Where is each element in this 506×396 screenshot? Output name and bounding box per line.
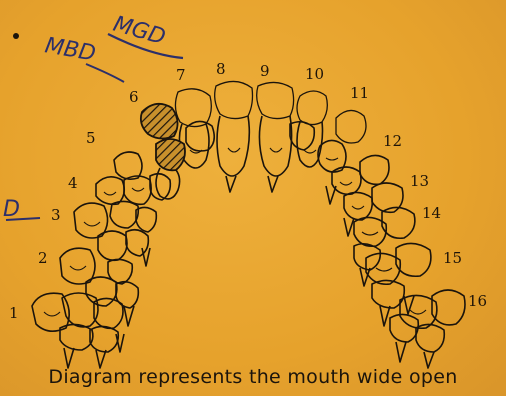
tooth-label-3: 3 — [51, 206, 61, 224]
tooth-label-15: 15 — [443, 249, 462, 267]
underline-mbd — [86, 64, 124, 82]
tooth-12 — [326, 155, 389, 204]
note-mgd: MGD — [110, 12, 168, 51]
note-mbd: MBD — [43, 33, 98, 66]
tooth-11 — [318, 110, 366, 172]
note-d: D — [3, 197, 20, 222]
tooth-label-4: 4 — [68, 174, 78, 192]
tooth-label-9: 9 — [260, 62, 270, 80]
tooth-13 — [344, 183, 403, 236]
tooth-4 — [96, 177, 156, 232]
tooth-label-2: 2 — [38, 249, 48, 267]
margin-dot — [13, 33, 19, 39]
tooth-label-16: 16 — [468, 292, 487, 310]
tooth-9 — [257, 82, 294, 192]
tooth-label-6: 6 — [129, 88, 139, 106]
tooth-10-lingual — [290, 122, 314, 150]
tooth-label-1: 1 — [9, 304, 19, 322]
tooth-10 — [297, 91, 327, 167]
tooth-label-12: 12 — [383, 132, 402, 150]
tooth-1 — [32, 293, 124, 368]
tooth-number-labels: 1 2 3 4 5 6 7 8 9 10 11 12 13 14 15 16 — [9, 60, 487, 322]
tooth-label-14: 14 — [422, 204, 441, 222]
left-posterior-teeth — [32, 152, 170, 368]
tooth-label-10: 10 — [305, 65, 324, 83]
tooth-label-5: 5 — [86, 129, 96, 147]
tooth-label-8: 8 — [216, 60, 226, 78]
tooth-label-13: 13 — [410, 172, 429, 190]
tooth-8 — [215, 81, 253, 192]
tooth-label-11: 11 — [350, 84, 369, 102]
diagram-caption: Diagram represents the mouth wide open — [0, 366, 506, 388]
front-teeth — [175, 81, 366, 192]
tooth-2 — [60, 248, 138, 326]
tooth-label-7: 7 — [176, 66, 186, 84]
